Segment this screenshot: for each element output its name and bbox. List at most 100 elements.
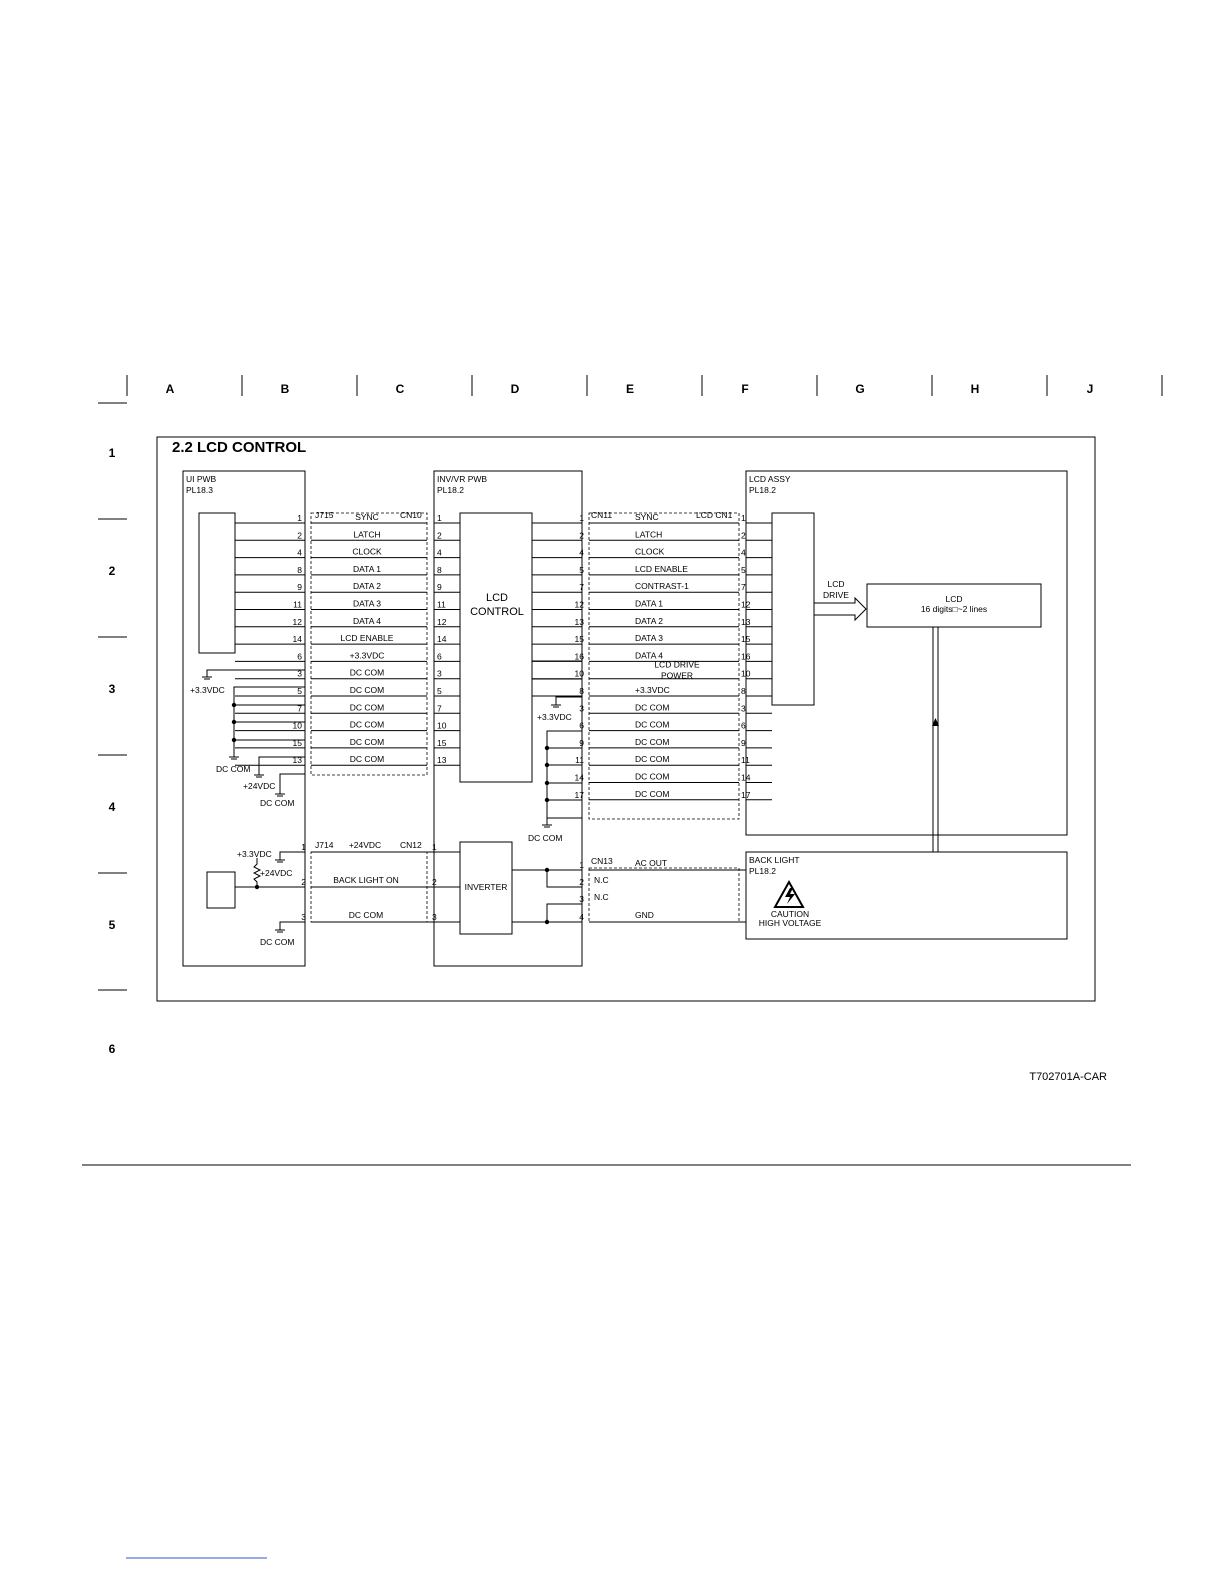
pin-number: 3: [579, 894, 584, 904]
left-power-wiring: [202, 669, 305, 797]
signal-label: POWER: [661, 671, 693, 681]
signal-label: CONTRAST-1: [635, 581, 689, 591]
signal-label: CLOCK: [635, 547, 665, 557]
label-dccom-left: DC COM: [216, 764, 250, 774]
pin-number: 7: [297, 703, 302, 713]
signal-label: DC COM: [350, 754, 384, 764]
ui-pwb-name: UI PWB: [186, 474, 217, 484]
row-label: 1: [109, 446, 116, 460]
mid-power-wiring: [532, 660, 582, 828]
pin-number: 4: [579, 912, 584, 922]
label-dccom-left2: DC COM: [260, 798, 294, 808]
inv-pwb-ref: PL18.2: [437, 485, 464, 495]
inverter-block: [459, 841, 513, 935]
lcd-assy-chip: [771, 512, 815, 706]
pin-number: 9: [579, 738, 584, 748]
pin-number: 9: [297, 582, 302, 592]
signal-label: DC COM: [635, 720, 669, 730]
lcd-control-label-bg: [467, 591, 529, 619]
pin-number: 11: [741, 755, 750, 765]
pin-number: 15: [293, 738, 303, 748]
label-dccom-backlight: DC COM: [260, 937, 294, 947]
pin-number: 15: [437, 738, 447, 748]
signal-label: LATCH: [353, 529, 380, 539]
pin-number: 2: [741, 530, 746, 540]
signal-label: BACK LIGHT ON: [333, 875, 399, 885]
lcd-display-label-2: 16 digits□~2 lines: [921, 604, 987, 614]
pin-number: 1: [741, 513, 746, 523]
column-label: J: [1087, 382, 1094, 396]
connector-cn11: CN11: [591, 510, 612, 520]
pin-number: 14: [437, 634, 447, 644]
column-label: H: [971, 382, 980, 396]
back-light-name: BACK LIGHT: [749, 855, 800, 865]
high-voltage-warning-icon: [773, 879, 805, 908]
diagram-title: 2.2 LCD CONTROL: [172, 439, 306, 456]
ui-pwb-ref: PL18.3: [186, 485, 213, 495]
signal-label: DATA 3: [635, 633, 663, 643]
lcd-drive-label-2: DRIVE: [823, 590, 849, 600]
signal-label: SYNC: [635, 512, 659, 522]
label-24v-backlight: +24VDC: [260, 868, 292, 878]
pin-number: 17: [741, 790, 751, 800]
connector-cn12: CN12: [400, 840, 422, 850]
pin-number: 12: [575, 600, 585, 610]
pin-number: 14: [575, 773, 585, 783]
connector-j714: J714: [315, 840, 334, 850]
pin-number: 10: [437, 721, 447, 731]
signal-label: DC COM: [635, 772, 669, 782]
signal-label: DC COM: [350, 668, 384, 678]
label-24v-left: +24VDC: [243, 781, 275, 791]
inv-pwb-name: INV/VR PWB: [437, 474, 487, 484]
label-3v3-backlight: +3.3VDC: [237, 849, 272, 859]
signal-label: N.C: [594, 875, 609, 885]
pin-number: 12: [437, 617, 447, 627]
pin-number: 13: [741, 617, 751, 627]
pin-number: 15: [741, 634, 751, 644]
pin-number: 4: [579, 548, 584, 558]
pin-number: 2: [437, 530, 442, 540]
signal-label: DC COM: [635, 702, 669, 712]
caution-label-1: CAUTION: [771, 909, 809, 919]
pin-number: 6: [297, 651, 302, 661]
signal-label: SYNC: [355, 512, 379, 522]
pin-number: 6: [437, 651, 442, 661]
pin-number: 8: [741, 686, 746, 696]
row-label: 6: [109, 1042, 116, 1056]
signal-label: DATA 4: [353, 616, 381, 626]
pin-number: 2: [579, 877, 584, 887]
signal-label: DATA 2: [353, 581, 381, 591]
signal-label: LATCH: [635, 529, 662, 539]
label-dccom-mid: DC COM: [528, 833, 562, 843]
lcd-control-chip: [459, 512, 533, 783]
connector-lcd-cn1: LCD CN1: [696, 510, 733, 520]
pin-number: 13: [293, 755, 303, 765]
signal-label: LCD ENABLE: [341, 633, 394, 643]
column-label: A: [166, 382, 175, 396]
backlight-link-arrow: [932, 718, 939, 726]
ui-pwb-block: [182, 470, 306, 967]
ui-pwb-chip: [198, 512, 236, 654]
signal-label: DC COM: [635, 754, 669, 764]
pin-number: 3: [301, 912, 306, 922]
pin-number: 10: [575, 669, 585, 679]
signal-label: LCD ENABLE: [635, 564, 688, 574]
pin-number: 12: [741, 600, 751, 610]
pin-number: 2: [297, 530, 302, 540]
pin-number: 14: [741, 773, 751, 783]
label-3v3-mid: +3.3VDC: [537, 712, 572, 722]
signal-label: DC COM: [635, 737, 669, 747]
back-light-ref: PL18.2: [749, 866, 776, 876]
pin-number: 6: [741, 721, 746, 731]
signal-label: DATA 1: [635, 599, 663, 609]
row-label: 3: [109, 682, 116, 696]
label-3v3-left: +3.3VDC: [190, 685, 225, 695]
drawing-code: T702701A-CAR: [1029, 1071, 1107, 1083]
back-light-block: [745, 851, 1068, 940]
pin-number: 3: [579, 703, 584, 713]
